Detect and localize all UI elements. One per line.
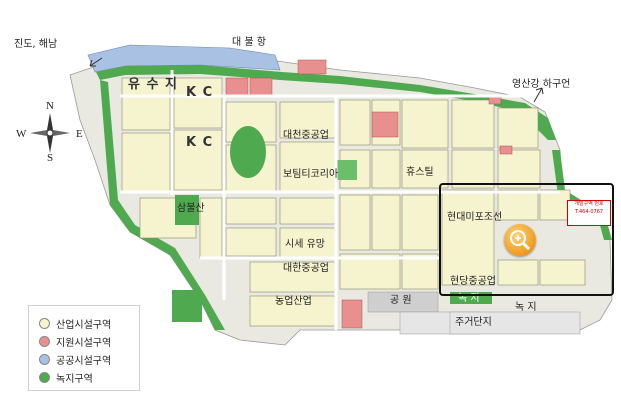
label-jindo-haenam: 진도, 해남 [14, 39, 58, 50]
label-yusuji: 유 수 지 [128, 77, 178, 92]
label-green: 녹 지 [458, 293, 480, 304]
zoom-in-icon[interactable] [504, 224, 536, 256]
legend-item: 공공시설구역 [39, 352, 111, 367]
label-daehan-heavy: 대한중공업 [283, 263, 329, 274]
legend-item: 지원시설구역 [39, 334, 111, 349]
label-daebul-port: 대 불 항 [232, 37, 266, 48]
label-park: 공 원 [390, 295, 412, 306]
label-botim: 보팀티코리아 [283, 169, 339, 180]
legend-label: 지원시설구역 [56, 338, 112, 349]
zoom-region-box[interactable] [439, 183, 614, 296]
label-hyundai-mipo: 현대미포조선 [447, 212, 503, 223]
legend-item: 녹지구역 [39, 370, 93, 385]
label-kc-1: K C [186, 85, 214, 100]
label-kc-2: K C [186, 135, 214, 150]
compass-n: N [46, 100, 54, 112]
legend-dot-icon [39, 354, 50, 365]
label-daecheon: 대천중공업 [283, 130, 329, 141]
label-sicheol: 시세 유망 [285, 239, 325, 250]
label-residential: 주거단지 [455, 317, 492, 328]
legend-label: 공공시설구역 [56, 356, 112, 367]
label-hanshin: 현당중공업 [450, 276, 496, 287]
compass-w: W [16, 128, 27, 140]
legend-item: 산업시설구역 [39, 316, 111, 331]
label-nokji: 녹 지 [515, 302, 537, 313]
callout-label: 개발구역 번호 T.464-0767 [567, 200, 611, 226]
legend-label: 산업시설구역 [56, 320, 112, 331]
compass-rose: N S W E [16, 100, 83, 164]
legend: 산업시설구역 지원시설구역 공공시설구역 녹지구역 [28, 305, 140, 391]
label-hyuseutil: 휴스틸 [406, 167, 434, 178]
legend-dot-icon [39, 318, 50, 329]
label-nongang: 농업산업 [275, 296, 312, 307]
compass-e: E [76, 128, 83, 140]
compass-s: S [47, 152, 54, 164]
label-samboolsan: 삼불산 [177, 203, 205, 214]
legend-dot-icon [39, 372, 50, 383]
legend-label: 녹지구역 [56, 374, 93, 385]
legend-dot-icon [39, 336, 50, 347]
label-yeongsan-estuary: 영산강 하구언 [512, 79, 571, 90]
